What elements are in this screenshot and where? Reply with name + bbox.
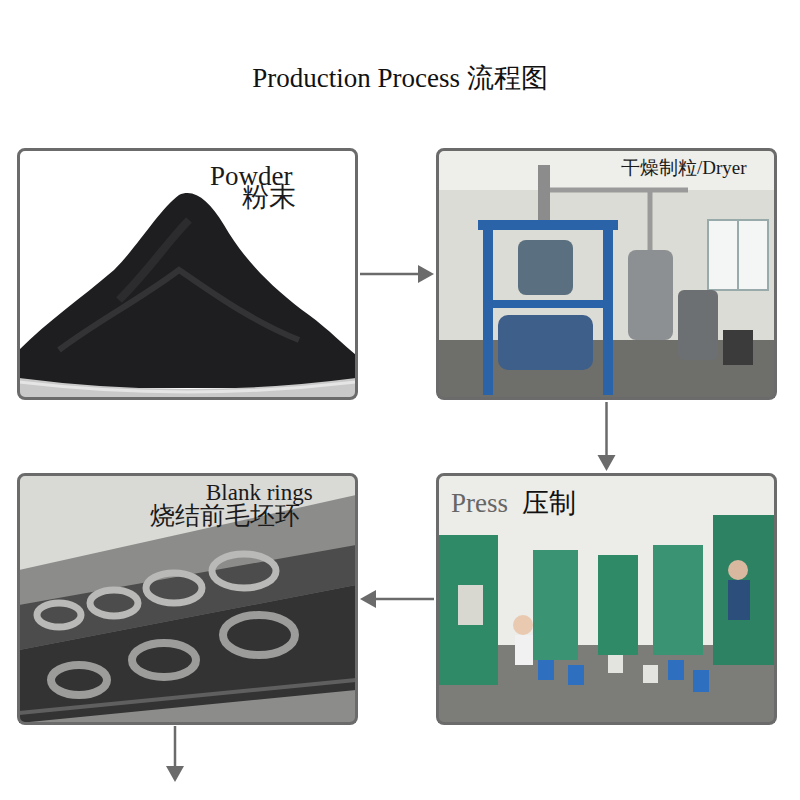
process-box: Powder粉末	[17, 148, 358, 400]
label-row: Press 压制	[439, 488, 774, 519]
step-sublabel: 压制	[522, 488, 576, 519]
step-sublabel: 粉末	[242, 182, 296, 213]
arrow-head	[360, 590, 376, 608]
step-sublabel: 烧结前毛坯环	[150, 502, 300, 531]
process-box: 干燥制粒/Dryer	[436, 148, 777, 400]
arrow-line	[360, 273, 424, 276]
process-box: Blank rings烧结前毛坯环	[17, 473, 358, 725]
flow-arrow	[606, 402, 607, 461]
exit-arrow	[166, 726, 184, 782]
flow-arrow	[370, 599, 434, 600]
arrow-head	[598, 455, 616, 471]
dryer-photo	[438, 150, 775, 398]
flow-arrow	[360, 274, 424, 275]
step-label: Press	[451, 488, 508, 519]
arrow-head	[418, 265, 434, 283]
step-label: 干燥制粒/Dryer	[621, 157, 747, 179]
arrow-line	[605, 402, 608, 461]
arrow-line	[370, 598, 434, 601]
diagram-title: Production Process 流程图	[0, 60, 800, 96]
process-box: Press 压制	[436, 473, 777, 725]
powder-photo	[19, 150, 356, 398]
